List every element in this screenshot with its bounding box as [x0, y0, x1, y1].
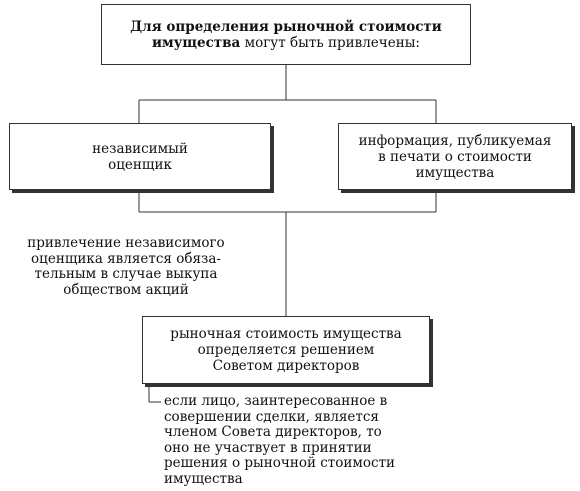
left-note-line3: тельным в случае выкупа	[34, 266, 218, 282]
bottom-box-line1: рыночная стоимость имущества	[170, 326, 402, 342]
bottom-box: рыночная стоимость имущества определяетс…	[142, 316, 430, 384]
right-box-line3: имущества	[415, 164, 495, 181]
left-note-line2: оценщика является обяза-	[31, 250, 221, 267]
top-box-line1: Для определения рыночной стоимости	[130, 18, 442, 35]
left-box-line2: оценщик	[108, 156, 172, 173]
right-box-line2: в печати о стоимости	[378, 148, 532, 165]
bottom-note-line5: решения о рыночной стоимости	[164, 455, 396, 471]
left-note-line4: обществом акций	[63, 281, 189, 298]
top-box-line2: имущества могут быть привлечены:	[130, 35, 442, 51]
bottom-box-text: рыночная стоимость имущества определяетс…	[170, 326, 401, 374]
top-box-line2-bold: имущества	[152, 34, 241, 51]
right-box-text: информация, публикуемая в печати о стоим…	[359, 133, 552, 181]
left-box: независимый оценщик	[9, 123, 271, 190]
bottom-note: если лицо, заинтересованное в совершении…	[164, 393, 404, 487]
left-note: привлечение независимого оценщика являет…	[26, 235, 226, 298]
right-box: информация, публикуемая в печати о стоим…	[338, 123, 572, 190]
bottom-note-line1: если лицо, заинтересованное в	[164, 393, 388, 409]
bottom-box-line2: определяется решением	[197, 342, 375, 358]
bottom-note-line3: членом Совета директоров, то	[164, 424, 382, 440]
bottom-box-line3: Советом директоров	[212, 358, 360, 374]
bottom-note-line2: совершении сделки, является	[164, 408, 379, 425]
top-box: Для определения рыночной стоимости имуще…	[101, 4, 471, 65]
bottom-note-line4: оно не участвует в принятии	[164, 439, 372, 456]
top-box-line2-rest: могут быть привлечены:	[240, 34, 420, 51]
bottom-note-line6: имущества	[164, 470, 243, 487]
top-box-text: Для определения рыночной стоимости имуще…	[130, 19, 442, 51]
left-box-text: независимый оценщик	[92, 141, 188, 173]
left-box-line1: независимый	[92, 140, 188, 157]
right-box-line1: информация, публикуемая	[358, 132, 552, 149]
left-note-line1: привлечение независимого	[27, 235, 225, 251]
